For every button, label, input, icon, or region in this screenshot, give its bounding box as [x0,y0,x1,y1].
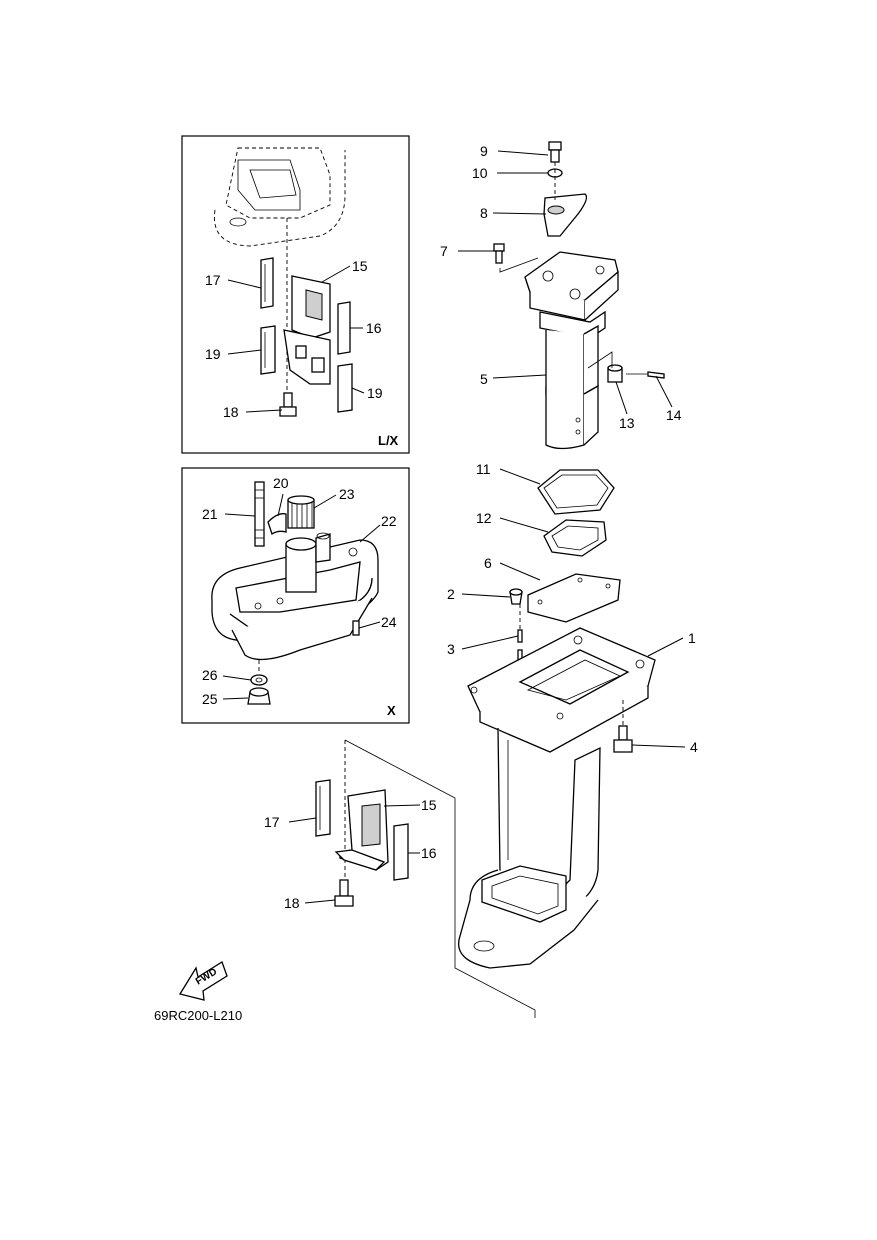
callout-16-lower: 16 [421,845,437,861]
callout-23: 23 [339,486,355,502]
part-20-cover [267,513,287,536]
part-25-nut [247,687,271,705]
part-12-gasket [543,519,607,557]
callout-16-top: 16 [366,320,382,336]
inset-tag-lx: L/X [378,433,399,448]
part-19-block-left [260,325,276,375]
callout-21: 21 [202,506,218,522]
inset-x [181,467,410,724]
callout-13: 13 [619,415,635,431]
callout-10: 10 [472,165,488,181]
ghost-upper-casing [213,147,346,395]
part-9-bolt [548,141,562,163]
callout-22: 22 [381,513,397,529]
callout-26: 26 [202,667,218,683]
fwd-arrow-icon: FWD [178,961,228,1001]
main-assembly [458,141,665,969]
callout-8: 8 [480,205,488,221]
part-17-plate [260,257,274,309]
callout-7: 7 [440,243,448,259]
part-22-water-pan [211,539,379,661]
part-11-gasket [537,469,615,515]
part-18-bolt-lower [334,879,354,907]
part-13-bushing [607,364,623,383]
callout-19-right: 19 [367,385,383,401]
part-21-stud [254,481,265,547]
callout-9: 9 [480,143,488,159]
part-6-gasket [527,573,621,623]
part-8-cover [543,193,588,237]
callout-20: 20 [273,475,289,491]
part-16-plate [337,301,351,355]
part-4-bolt [613,725,633,753]
part-16-plate-lower [393,823,409,881]
callout-25: 25 [202,691,218,707]
part-15-bracket [283,275,331,385]
callout-5: 5 [480,371,488,387]
part-24-pin [352,620,360,636]
callout-labels: 9 10 8 7 5 13 14 11 12 6 2 3 1 4 17 15 1… [154,143,698,1023]
pump-housing [285,532,331,593]
part-5-upper-casing [524,251,619,450]
callout-24: 24 [381,614,397,630]
part-1-drive-shaft-housing [458,627,656,969]
callout-6: 6 [484,555,492,571]
lower-bracket-assembly [315,739,536,1018]
part-23-impeller [287,495,315,529]
callout-1: 1 [688,630,696,646]
callout-18-top: 18 [223,404,239,420]
callout-3: 3 [447,641,455,657]
part-18-bolt [279,392,297,417]
callout-14: 14 [666,407,682,423]
callout-15-top: 15 [352,258,368,274]
part-26-washer [250,674,268,686]
callout-19-left: 19 [205,346,221,362]
inset-tag-x: X [387,703,396,718]
callout-12: 12 [476,510,492,526]
part-14-pin [647,371,665,379]
figure-code: 69RC200-L210 [154,1008,242,1023]
callout-17-lower: 17 [264,814,280,830]
part-15-bracket-lower [334,789,389,871]
leader-lines [222,150,686,904]
part-17-plate-lower [315,779,331,837]
part-19-block-right [337,363,353,413]
callout-15-lower: 15 [421,797,437,813]
callout-4: 4 [690,739,698,755]
inset-lx [181,135,410,454]
callout-11: 11 [476,461,491,477]
part-7-screw [493,243,505,264]
callout-17-top: 17 [205,272,221,288]
part-2-grommet [509,588,523,605]
callout-18-lower: 18 [284,895,300,911]
callout-2: 2 [447,586,455,602]
